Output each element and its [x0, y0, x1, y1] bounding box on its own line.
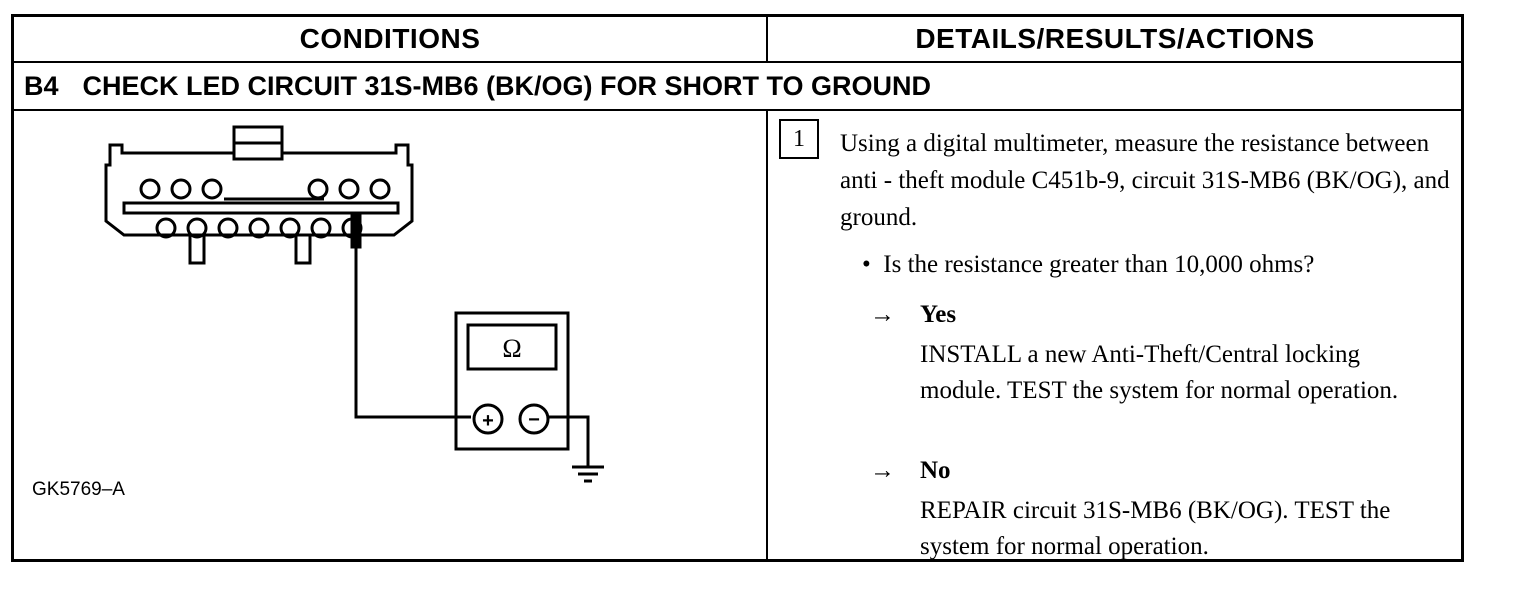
multimeter-display	[466, 323, 558, 371]
question-text: Is the resistance greater than 10,000 oh…	[883, 251, 1315, 278]
pin-circle	[155, 217, 177, 239]
bullet-icon: •	[862, 251, 871, 278]
test-diagram: Ω + −	[104, 125, 604, 483]
pin-circle	[369, 178, 391, 200]
diagnostic-table: CONDITIONS DETAILS/RESULTS/ACTIONS B4 CHE…	[11, 14, 1464, 562]
pin-circle	[279, 217, 301, 239]
connector-tab-right	[294, 233, 312, 265]
minus-terminal-icon	[518, 403, 550, 435]
probe-tip	[350, 213, 362, 249]
instruction-text: Using a digital multimeter, measure the …	[840, 130, 1450, 231]
step-number-box: 1	[779, 119, 819, 159]
pin-circle	[338, 178, 360, 200]
pin-circle	[307, 178, 329, 200]
section-divider	[14, 109, 1461, 111]
pin-circle	[248, 217, 270, 239]
column-divider-body	[766, 111, 768, 559]
pin-circle	[186, 217, 208, 239]
details-header: DETAILS/RESULTS/ACTIONS	[915, 23, 1315, 54]
ground-symbol-icon	[548, 415, 604, 483]
no-action-text: REPAIR circuit 31S-MB6 (BK/OG). TEST the…	[920, 497, 1391, 560]
minus-sign: −	[528, 409, 540, 431]
column-divider-top	[766, 17, 768, 61]
multimeter-body	[454, 311, 570, 451]
no-label: No	[920, 457, 951, 484]
connector-body	[104, 141, 414, 237]
ohm-symbol: Ω	[502, 334, 521, 363]
section-title-row: B4 CHECK LED CIRCUIT 31S-MB6 (BK/OG) FOR …	[24, 63, 931, 109]
connector-icon	[104, 125, 414, 265]
connector-pins-top	[139, 178, 391, 200]
test-lead-wire	[350, 213, 471, 419]
pin-circle	[170, 178, 192, 200]
pin-circle	[310, 217, 332, 239]
yes-arrow-icon: →	[870, 301, 895, 328]
no-arrow-icon: →	[870, 457, 895, 484]
pin-circle	[139, 178, 161, 200]
pin-circle	[201, 178, 223, 200]
pin-circle	[217, 217, 239, 239]
section-step-id: B4	[24, 71, 59, 101]
plus-sign: +	[482, 410, 494, 432]
yes-action-text: INSTALL a new Anti-Theft/Central locking…	[920, 341, 1399, 404]
multimeter-icon: Ω + −	[454, 311, 570, 451]
connector-tab-left	[188, 233, 206, 265]
figure-label: GK5769–A	[32, 479, 125, 500]
plus-terminal-icon	[472, 403, 504, 435]
section-title: CHECK LED CIRCUIT 31S-MB6 (BK/OG) FOR SH…	[82, 71, 932, 101]
question-item: • Is the resistance greater than 10,000 …	[862, 251, 1314, 279]
header-divider	[14, 61, 1461, 63]
connector-rail	[122, 201, 400, 215]
conditions-header: CONDITIONS	[299, 23, 481, 54]
yes-label: Yes	[920, 301, 957, 328]
